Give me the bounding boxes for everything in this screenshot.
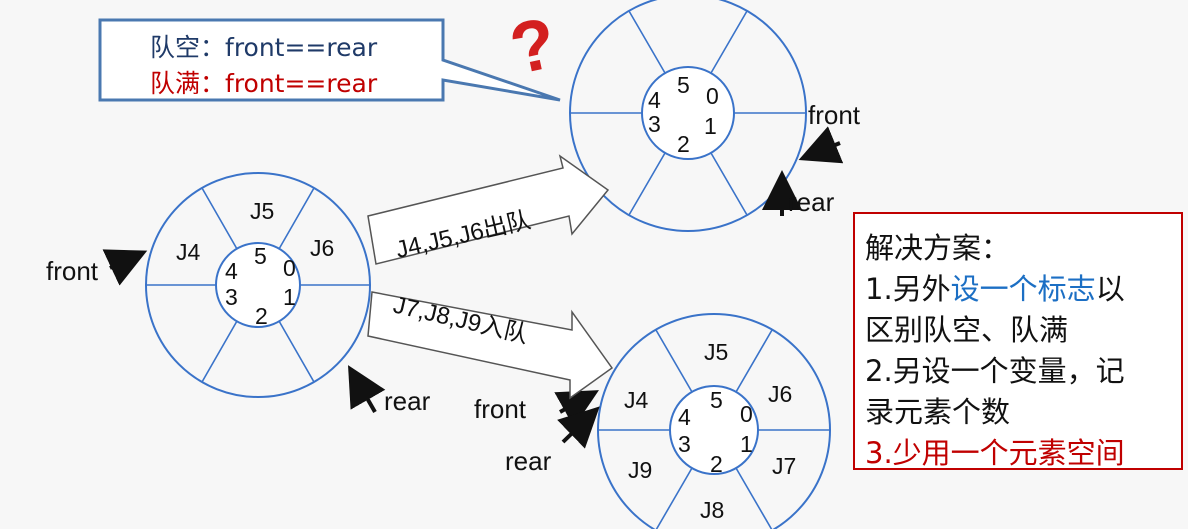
full-cond: front==rear xyxy=(225,69,378,98)
index-label: 5 xyxy=(710,387,723,413)
divider xyxy=(710,152,748,216)
rear-arrow xyxy=(348,365,386,413)
front-arrow xyxy=(102,249,148,286)
index-label: 1 xyxy=(283,284,296,310)
solution-line-1-suffix: 以 xyxy=(1095,272,1125,306)
full-condition: 队满：front==rear xyxy=(150,66,377,102)
solution-line-4: 录元素个数 xyxy=(865,395,1011,429)
element-label: J5 xyxy=(250,198,274,224)
solution-box: 解决方案： 1.另外设一个标志以 区别队空、队满 2.另设一个变量，记 录元素个… xyxy=(853,212,1183,470)
enqueue-arrow: J7,J8,J9入队 xyxy=(367,291,614,400)
question-mark-icon: ? xyxy=(503,3,563,90)
divider xyxy=(201,320,238,383)
front-label: front xyxy=(808,100,861,130)
divider xyxy=(278,187,315,250)
index-label: 3 xyxy=(648,111,661,137)
front-arrow xyxy=(798,126,844,164)
element-label: J6 xyxy=(310,235,334,261)
index-label: 5 xyxy=(254,243,267,269)
rear-label: rear xyxy=(788,187,835,217)
element-label: J4 xyxy=(624,387,649,413)
rear-label: rear xyxy=(384,386,431,416)
index-label: 0 xyxy=(740,401,753,427)
front-label: front xyxy=(46,256,99,286)
dequeue-arrow: J4,J5,J6出队 xyxy=(367,154,610,265)
queue-top-right: 0 1 2 3 4 5 xyxy=(569,0,807,232)
index-label: 4 xyxy=(225,258,238,284)
divider xyxy=(201,187,238,250)
index-label: 5 xyxy=(677,72,690,98)
solution-line-3: 2.另设一个变量，记 xyxy=(865,354,1125,388)
front-label: front xyxy=(474,394,527,424)
solution-line-1-highlight: 设一个标志 xyxy=(950,272,1096,306)
queue-left: 0 1 2 3 4 5 J4 J5 J6 xyxy=(145,172,371,398)
index-label: 4 xyxy=(678,404,691,430)
front-arrow xyxy=(554,390,599,428)
divider xyxy=(628,10,666,74)
empty-condition: 队空：front==rear xyxy=(150,30,377,66)
solution-line-2: 区别队空、队满 xyxy=(865,313,1069,347)
solution-title: 解决方案： xyxy=(865,231,1011,265)
divider xyxy=(735,329,773,393)
index-label: 2 xyxy=(710,451,723,477)
empty-cond: front==rear xyxy=(225,33,378,62)
solution-line-1: 1.另外设一个标志以 xyxy=(865,269,1171,310)
index-label: 3 xyxy=(225,284,238,310)
element-label: J4 xyxy=(176,239,201,265)
index-label: 4 xyxy=(648,87,661,113)
element-label: J7 xyxy=(772,453,796,479)
divider xyxy=(655,329,693,393)
index-label: 2 xyxy=(255,303,268,329)
divider xyxy=(655,467,693,529)
index-label: 0 xyxy=(706,83,719,109)
rear-label: rear xyxy=(505,446,552,476)
element-label: J9 xyxy=(628,457,652,483)
element-label: J5 xyxy=(704,339,728,365)
queue-bottom-right: 0 1 2 3 4 5 J4 J5 J6 J7 J8 J9 xyxy=(597,313,831,529)
solution-line-1-prefix: 1.另外 xyxy=(865,272,951,306)
element-label: J8 xyxy=(700,497,724,523)
rear-arrow xyxy=(557,406,600,449)
index-label: 2 xyxy=(677,131,690,157)
full-label: 队满： xyxy=(150,69,226,98)
divider xyxy=(628,152,666,216)
element-label: J6 xyxy=(768,381,792,407)
callout-box xyxy=(98,18,561,102)
callout-text: 队空：front==rear 队满：front==rear xyxy=(150,30,377,102)
empty-label: 队空： xyxy=(150,33,226,62)
divider xyxy=(278,320,315,383)
index-label: 3 xyxy=(678,431,691,457)
divider xyxy=(710,10,748,74)
index-label: 1 xyxy=(704,113,717,139)
index-label: 1 xyxy=(740,431,753,457)
divider xyxy=(735,467,773,529)
index-label: 0 xyxy=(283,255,296,281)
solution-line-5: 3.少用一个元素空间 xyxy=(865,436,1125,470)
